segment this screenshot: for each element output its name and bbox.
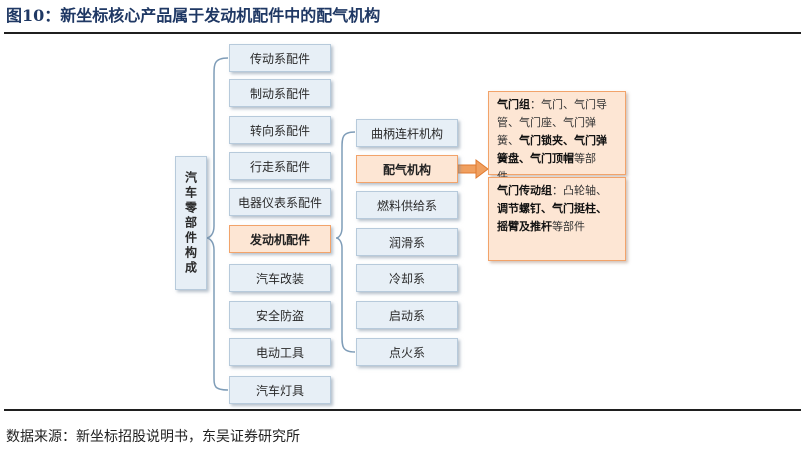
node-label: 制动系配件 [249, 86, 310, 101]
level2-node: 冷却系 [356, 264, 458, 292]
detail-colon: ： [530, 98, 541, 111]
level1-node: 传动系配件 [229, 44, 331, 72]
node-label: 发动机配件 [249, 232, 310, 247]
level1-node: 汽车灯具 [229, 376, 331, 404]
detail-box-valve-group: 气门组：气门、气门导管、气门座、气门弹簧、气门锁夹、气门弹簧盘、气门顶帽等部件。 [488, 91, 626, 183]
node-label: 安全防盗 [255, 308, 304, 323]
node-label: 汽车改装 [255, 271, 304, 286]
node-label: 汽车灯具 [255, 383, 304, 398]
level1-node: 电动工具 [229, 338, 331, 366]
detail-text-bold: 调节螺钉、气门挺柱、摇臂及推杆 [497, 202, 607, 233]
node-label: 电动工具 [255, 345, 304, 360]
detail-text: 气门、气门导管、气门座、气门弹簧、 [497, 98, 607, 147]
level1-brace [205, 57, 229, 391]
level2-node: 点火系 [356, 338, 458, 366]
arrow-icon [457, 159, 489, 179]
node-label: 配气机构 [382, 162, 431, 177]
detail-box-valve-train: 气门传动组：凸轮轴、调节螺钉、气门挺柱、摇臂及推杆等部件 [488, 177, 626, 261]
level1-node: 电器仪表系配件 [229, 188, 331, 216]
detail-colon: ： [552, 184, 563, 197]
level2-node: 燃料供给系 [356, 191, 458, 219]
detail-text: 凸轮轴、 [563, 184, 607, 197]
level1-node-highlighted: 发动机配件 [229, 225, 331, 253]
node-label: 启动系 [388, 308, 425, 323]
level2-node: 启动系 [356, 301, 458, 329]
level2-brace [335, 131, 356, 353]
figure-title: 图10：新坐标核心产品属于发动机配件中的配气机构 [6, 6, 381, 25]
level1-node: 制动系配件 [229, 79, 331, 107]
level1-node: 汽车改装 [229, 264, 331, 292]
detail-heading: 气门传动组 [497, 184, 552, 197]
node-label: 转向系配件 [249, 123, 310, 138]
node-label: 燃料供给系 [376, 198, 437, 213]
node-label: 电器仪表系配件 [237, 195, 322, 210]
node-label: 传动系配件 [249, 51, 310, 66]
level2-node-highlighted: 配气机构 [356, 155, 458, 183]
node-label: 润滑系 [388, 235, 425, 250]
detail-heading: 气门组 [497, 98, 530, 111]
detail-text-bold: 气门锁夹、气门弹簧盘、气门顶帽 [497, 134, 607, 165]
root-node: 汽车零部件构成 [175, 156, 207, 290]
source-note: 数据来源：新坐标招股说明书，东吴证券研究所 [6, 429, 300, 445]
level2-node: 润滑系 [356, 228, 458, 256]
bottom-rule [4, 409, 801, 411]
root-label: 汽车零部件构成 [183, 170, 198, 276]
level1-node: 转向系配件 [229, 116, 331, 144]
node-label: 曲柄连杆机构 [370, 126, 443, 141]
node-label: 行走系配件 [249, 159, 310, 174]
level1-node: 安全防盗 [229, 301, 331, 329]
node-label: 冷却系 [388, 271, 425, 286]
level1-node: 行走系配件 [229, 152, 331, 180]
level2-node: 曲柄连杆机构 [356, 119, 458, 147]
top-rule [4, 32, 801, 34]
detail-text: 等部件 [552, 220, 585, 233]
node-label: 点火系 [388, 345, 425, 360]
